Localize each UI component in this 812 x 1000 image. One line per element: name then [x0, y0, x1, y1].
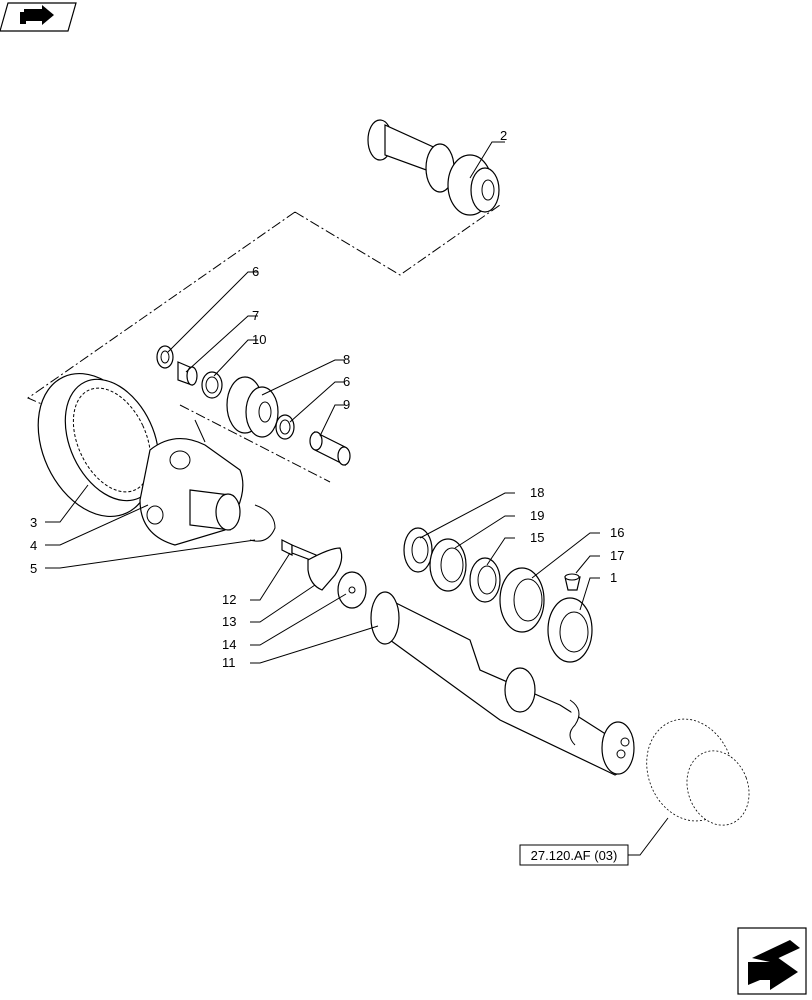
axis-tick: [194, 419, 206, 443]
callout-11: 11: [222, 655, 236, 670]
callout-15: 15: [530, 530, 544, 545]
callout-14: 14: [222, 637, 236, 652]
callout-9: 9: [343, 397, 350, 412]
bearing-inner: [429, 538, 467, 592]
reference-link[interactable]: 27.120.AF (03): [519, 844, 629, 866]
callout-1: 1: [610, 570, 617, 585]
callout-6-upper: 6: [252, 264, 259, 279]
grease-nipple: [564, 573, 581, 591]
book-arrow-icon[interactable]: [0, 2, 77, 32]
next-page-arrow-icon[interactable]: [737, 927, 807, 995]
reference-hub: [646, 718, 750, 826]
output-shaft: [370, 591, 635, 776]
shaft-seal: [547, 597, 593, 663]
callout-10: 10: [252, 332, 266, 347]
reference-label[interactable]: 27.120.AF (03): [531, 848, 618, 863]
callout-17: 17: [610, 548, 624, 563]
lock-plate: [307, 547, 343, 591]
callout-19: 19: [530, 508, 544, 523]
callout-16: 16: [610, 525, 624, 540]
callout-5: 5: [30, 561, 37, 576]
callout-8: 8: [343, 352, 350, 367]
callout-6-lower: 6: [343, 374, 350, 389]
assembly-axis: [179, 404, 331, 483]
bearing-outer: [499, 567, 545, 633]
planet-carrier: [139, 438, 244, 546]
callout-13: 13: [222, 614, 236, 629]
bolt: [281, 539, 317, 563]
callout-12: 12: [222, 592, 236, 607]
callout-18: 18: [530, 485, 544, 500]
needle-bearing: [177, 361, 198, 386]
callout-2: 2: [500, 128, 507, 143]
splined-gear-shaft: [367, 119, 500, 216]
leader-lines: [45, 141, 669, 856]
snap-ring: [249, 504, 276, 542]
callout-4: 4: [30, 538, 37, 553]
planet-gear: [226, 376, 279, 438]
ring-gear: [37, 372, 160, 518]
planet-pin: [309, 431, 351, 466]
callout-3: 3: [30, 515, 37, 530]
callout-7: 7: [252, 308, 259, 323]
